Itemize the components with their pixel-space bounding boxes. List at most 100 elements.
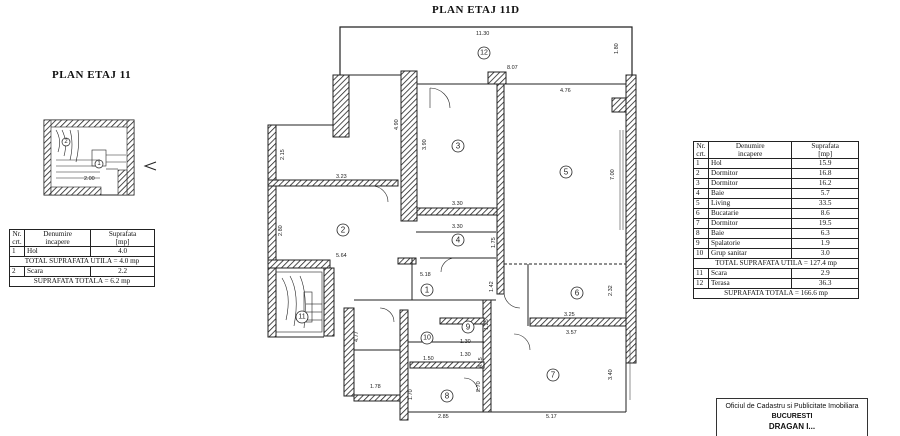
cadastre-stamp: Oficiul de Cadastru si Publicitate Imobi… bbox=[716, 398, 868, 436]
room-label-3: 3 bbox=[456, 142, 461, 151]
small-stair-label-2: 2 bbox=[64, 139, 68, 145]
left-plan-title: PLAN ETAJ 11 bbox=[52, 69, 132, 81]
dim-r6-bottom: 3.57 bbox=[566, 330, 577, 336]
stamp-line-2: BUCURESTI bbox=[771, 413, 813, 420]
main-plan bbox=[267, 26, 637, 421]
cell-area: 16.8 bbox=[791, 168, 859, 179]
cell-name: Scara bbox=[23, 266, 92, 277]
cell-name: Spalatorie bbox=[707, 238, 793, 249]
cell-name: Dormitor bbox=[707, 178, 793, 189]
table-row: 2 Scara 2.2 bbox=[9, 266, 155, 277]
left-total-utila: TOTAL SUPRAFATA UTILA = 4.0 mp bbox=[9, 256, 155, 267]
cell-nr: 3 bbox=[693, 178, 709, 189]
room-label-1: 1 bbox=[425, 286, 430, 295]
cell-nr: 10 bbox=[693, 248, 709, 259]
cell-area: 6.3 bbox=[791, 228, 859, 239]
dim-hall-h1: 1.42 bbox=[489, 281, 495, 292]
cell-area: 36.3 bbox=[791, 278, 859, 289]
small-stair-dim: 2.00 bbox=[84, 176, 95, 182]
left-th-nr: Nr.crt. bbox=[9, 229, 25, 247]
table-total-row: TOTAL SUPRAFATA UTILA = 127.4 mp bbox=[693, 258, 859, 269]
dim-living-width: 4.76 bbox=[560, 88, 571, 94]
left-th-area: Suprafata[mp] bbox=[90, 229, 155, 247]
dim-left-h: 4.77 bbox=[354, 331, 360, 342]
dim-terrace-inner: 8.07 bbox=[507, 65, 518, 71]
dim-terrace-width: 11.30 bbox=[476, 31, 489, 37]
dim-r9-h: 1.25 bbox=[484, 319, 490, 330]
dim-r7-width: 5.17 bbox=[546, 414, 557, 420]
dim-r4-width: 3.30 bbox=[452, 224, 463, 230]
cell-nr: 12 bbox=[693, 278, 709, 289]
dim-r6-height: 2.32 bbox=[608, 285, 614, 296]
dim-r6-width: 3.25 bbox=[564, 312, 575, 318]
cell-nr: 5 bbox=[693, 198, 709, 209]
dim-r2-height: 2.80 bbox=[278, 225, 284, 236]
room-markers: 1 2 3 4 5 6 7 8 9 10 11 12 bbox=[295, 46, 584, 403]
cell-area: 16.2 bbox=[791, 178, 859, 189]
cell-name: Hol bbox=[707, 158, 793, 169]
dim-left-top-h: 2.15 bbox=[280, 149, 286, 160]
cell-nr: 4 bbox=[693, 188, 709, 199]
dim-r2-width: 5.64 bbox=[336, 253, 347, 259]
cell-area: 2.9 bbox=[791, 268, 859, 279]
cell-nr: 8 bbox=[693, 228, 709, 239]
room-label-12: 12 bbox=[480, 50, 488, 57]
cell-area: 33.5 bbox=[791, 198, 859, 209]
stamp-line-1: Oficiul de Cadastru si Publicitate Imobi… bbox=[725, 403, 859, 410]
cell-nr: 1 bbox=[693, 158, 709, 169]
room-label-5: 5 bbox=[564, 168, 569, 177]
cell-area: 4.0 bbox=[90, 246, 155, 257]
dim-r9-h2: 4.15 bbox=[478, 357, 484, 368]
dim-small-h: 1.70 bbox=[408, 389, 414, 400]
dim-r3-height: 4.90 bbox=[394, 119, 400, 130]
small-stair-plan: 1 2 2.00 bbox=[43, 119, 157, 196]
center-plan-title: PLAN ETAJ 11D bbox=[432, 4, 520, 16]
cell-area: 1.9 bbox=[791, 238, 859, 249]
dim-r3-width: 3.30 bbox=[452, 201, 463, 207]
cell-area: 15.9 bbox=[791, 158, 859, 169]
cell-name: Dormitor bbox=[707, 168, 793, 179]
dim-r3-depth: 3.90 bbox=[422, 139, 428, 150]
cell-name: Baie bbox=[707, 188, 793, 199]
left-total: SUPRAFATA TOTALA = 6.2 mp bbox=[9, 276, 155, 287]
cell-name: Hol bbox=[23, 246, 92, 257]
right-total: SUPRAFATA TOTALA = 166.6 mp bbox=[693, 288, 859, 299]
cell-name: Grup sanitar bbox=[707, 248, 793, 259]
dim-r7-height: 3.40 bbox=[608, 369, 614, 380]
cell-area: 19.5 bbox=[791, 218, 859, 229]
stamp-line-3: DRAGAN I... bbox=[768, 422, 816, 431]
dim-r4-height: 1.75 bbox=[491, 237, 497, 248]
room-label-4: 4 bbox=[456, 236, 461, 245]
cell-area: 2.2 bbox=[90, 266, 155, 277]
dim-r8-w: 2.85 bbox=[438, 414, 449, 420]
right-th-area: Suprafata[mp] bbox=[791, 141, 859, 159]
cell-name: Dormitor bbox=[707, 218, 793, 229]
cell-nr: 11 bbox=[693, 268, 709, 279]
dim-terrace-side: 1.80 bbox=[614, 43, 620, 54]
room-label-8: 8 bbox=[445, 392, 450, 401]
cell-nr: 9 bbox=[693, 238, 709, 249]
right-total-utila: TOTAL SUPRAFATA UTILA = 127.4 mp bbox=[693, 258, 859, 269]
cell-nr: 1 bbox=[9, 246, 25, 257]
cell-nr: 6 bbox=[693, 208, 709, 219]
table-total-row: SUPRAFATA TOTALA = 166.6 mp bbox=[693, 288, 859, 299]
north-arrow-icon bbox=[143, 161, 157, 171]
dim-living-height: 7.00 bbox=[610, 169, 616, 180]
cell-name: Living bbox=[707, 198, 793, 209]
table-total-row: SUPRAFATA TOTALA = 6.2 mp bbox=[9, 276, 155, 287]
room-label-10: 10 bbox=[423, 335, 431, 342]
dim-hall-width: 5.18 bbox=[420, 272, 431, 278]
